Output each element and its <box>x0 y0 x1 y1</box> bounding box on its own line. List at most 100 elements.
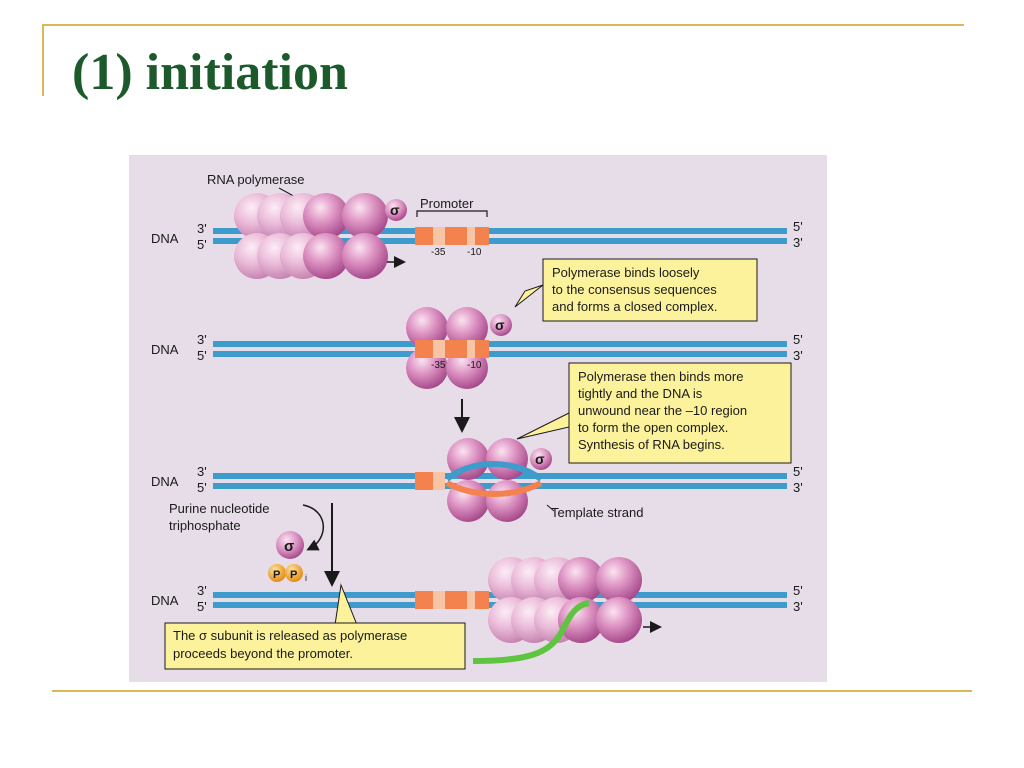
callout-closed-complex: Polymerase binds loosely to the consensu… <box>514 258 758 322</box>
left-rule <box>42 24 44 96</box>
row-4: DNA 3' 5' 5' 3' <box>151 557 803 664</box>
polymerase-subunit <box>342 233 388 279</box>
sigma-subunit <box>385 199 407 221</box>
row-1: DNA 3' 5' 5' 3' Promoter -35 -10 RNA pol… <box>151 172 803 279</box>
callout-text: unwound near the –10 region <box>578 403 747 418</box>
promoter-box <box>433 227 445 245</box>
pp-label: P <box>273 569 280 581</box>
polymerase-subunit <box>446 307 488 349</box>
leader-line <box>546 504 555 512</box>
prime-label: 3' <box>197 221 207 236</box>
pp-subscript: i <box>305 573 307 583</box>
promoter-bracket <box>416 210 488 217</box>
polymerase-subunit <box>406 307 448 349</box>
promoter-label: Promoter <box>420 196 474 211</box>
promoter-box <box>415 340 433 358</box>
promoter-box <box>475 340 489 358</box>
row-3: DNA 3' 5' 5' 3' σ Template strand <box>151 438 803 522</box>
rna-transcript <box>472 600 590 664</box>
bottom-rule <box>52 690 972 692</box>
purine-label: triphosphate <box>169 518 241 533</box>
callout-sigma-released: The σ subunit is released as polymerase … <box>164 583 466 670</box>
sigma-label: σ <box>495 317 505 333</box>
promoter-box <box>467 591 475 609</box>
dna-strand <box>213 238 787 244</box>
callout-text: The σ subunit is released as polymerase <box>173 628 407 643</box>
promoter-box <box>433 472 445 490</box>
sigma-label: σ <box>535 451 545 467</box>
prime-label: 3' <box>197 332 207 347</box>
callout-text: tightly and the DNA is <box>578 386 703 401</box>
top-rule <box>42 24 964 26</box>
callout-text: to form the open complex. <box>578 420 728 435</box>
prime-label: 5' <box>793 583 803 598</box>
callout-text: Polymerase then binds more <box>578 369 743 384</box>
promoter-box <box>467 340 475 358</box>
promoter-box <box>433 340 445 358</box>
prime-label: 5' <box>793 332 803 347</box>
callout-box <box>542 258 758 322</box>
promoter-box <box>467 227 475 245</box>
callout-text: proceeds beyond the promoter. <box>173 646 353 661</box>
callout-pointer <box>514 284 544 308</box>
purine-label: Purine nucleotide <box>169 501 269 516</box>
sigma-label: σ <box>390 202 400 218</box>
dna-strand <box>213 228 787 234</box>
polymerase-subunit <box>596 597 642 643</box>
prime-label: 5' <box>793 219 803 234</box>
dna-label: DNA <box>151 231 179 246</box>
sigma-subunit <box>530 448 552 470</box>
template-strand-label: Template strand <box>551 505 644 520</box>
sigma-release: Purine nucleotide triphosphate σ P P i <box>169 501 340 587</box>
minus-10-label: -10 <box>467 247 482 258</box>
minus-35-label: -35 <box>431 360 446 371</box>
pyrophosphate <box>268 564 286 582</box>
callout-open-complex: Polymerase then binds more tightly and t… <box>516 362 792 464</box>
polymerase-subunit <box>486 480 528 522</box>
minus-35-label: -35 <box>431 247 446 258</box>
polymerase-subunit <box>342 193 388 239</box>
promoter-box <box>445 591 467 609</box>
prime-label: 3' <box>793 235 803 250</box>
rna-polymerase-label: RNA polymerase <box>207 172 305 187</box>
unwound-template-strand <box>445 480 543 497</box>
callout-box <box>164 622 466 670</box>
dna-label: DNA <box>151 593 179 608</box>
prime-label: 5' <box>197 599 207 614</box>
promoter-box <box>415 591 433 609</box>
callout-text: and forms a closed complex. <box>552 299 717 314</box>
row-2: DNA 3' 5' 5' 3' -35 -10 σ <box>151 307 803 389</box>
polymerase-subunit <box>303 193 349 239</box>
prime-label: 3' <box>197 583 207 598</box>
promoter-box <box>445 227 467 245</box>
polymerase-subunit <box>303 233 349 279</box>
sigma-label: σ <box>284 538 294 555</box>
polymerase-subunit <box>486 438 528 480</box>
dna-strand <box>213 341 787 347</box>
prime-label: 5' <box>197 480 207 495</box>
dna-label: DNA <box>151 474 179 489</box>
sigma-subunit <box>490 314 512 336</box>
slide-title: (1) initiation <box>72 44 348 101</box>
callout-text: Polymerase binds loosely <box>552 265 700 280</box>
polymerase-subunit <box>558 597 604 643</box>
callout-box <box>568 362 792 464</box>
dna-strand <box>213 351 787 357</box>
curved-arrow <box>302 504 325 551</box>
transcription-initiation-figure: DNA 3' 5' 5' 3' Promoter -35 -10 RNA pol… <box>129 155 827 682</box>
polymerase-subunit <box>596 557 642 603</box>
promoter-box <box>475 591 489 609</box>
promoter-box <box>415 227 433 245</box>
prime-label: 3' <box>793 599 803 614</box>
prime-label: 3' <box>197 464 207 479</box>
pp-label: P <box>290 569 297 581</box>
callout-text: Synthesis of RNA begins. <box>578 437 725 452</box>
rna-polymerase: σ <box>234 193 407 279</box>
promoter-box <box>445 340 467 358</box>
prime-label: 5' <box>197 237 207 252</box>
rna-polymerase <box>488 557 642 643</box>
promoter-box <box>475 227 489 245</box>
callout-text: to the consensus sequences <box>552 282 717 297</box>
prime-label: 5' <box>197 348 207 363</box>
prime-label: 3' <box>793 480 803 495</box>
